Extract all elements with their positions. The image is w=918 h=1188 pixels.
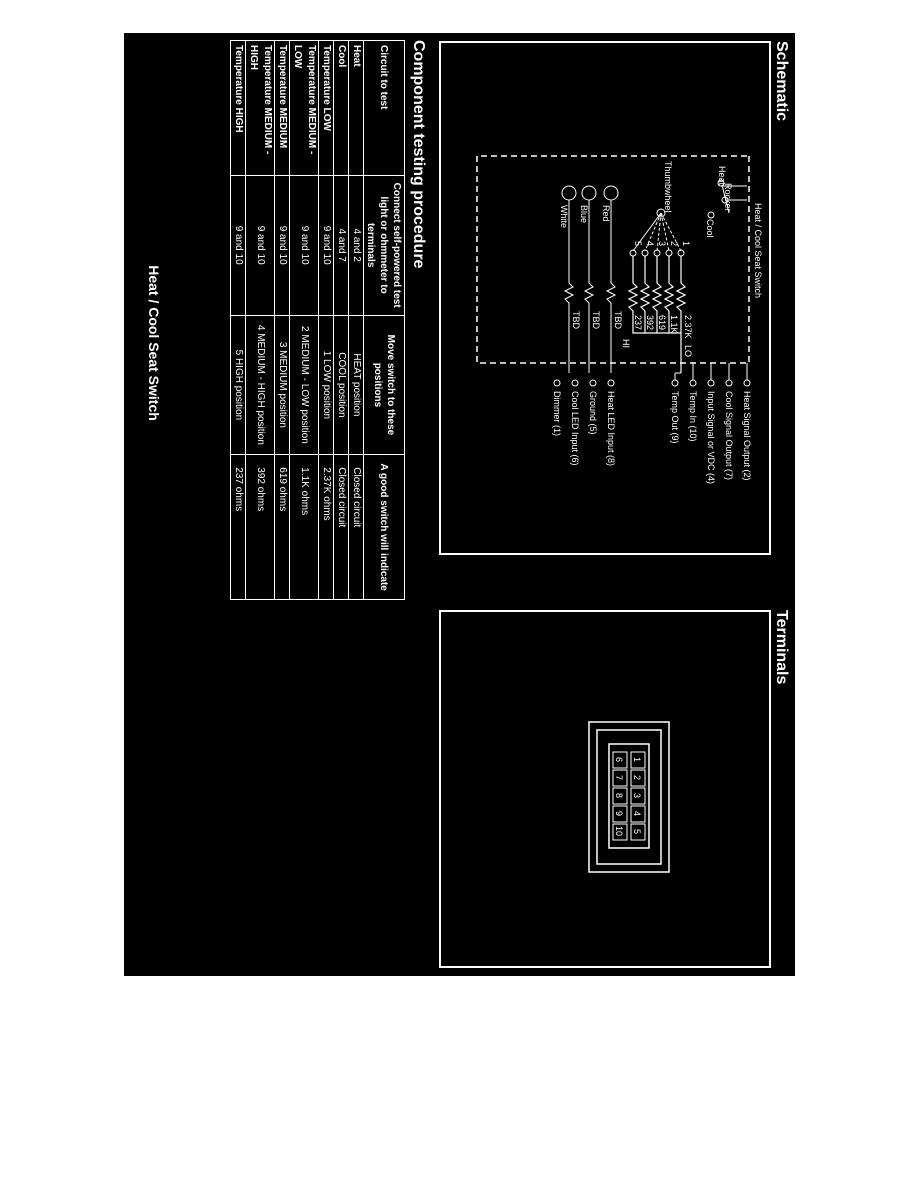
thumbwheel-label: Thumbwheel (663, 161, 673, 213)
terminals-panel: 1 2 3 4 5 6 7 8 9 10 (439, 610, 771, 968)
svg-text:Ground (5): Ground (5) (588, 391, 598, 435)
col-terminals: Connect self-powered test light or ohmme… (363, 175, 405, 316)
table-row: Temperature LOW 9 and 10 1 LOW position … (318, 40, 334, 600)
col-positions: Move switch to these positions (363, 315, 405, 455)
svg-text:Heat LED Input (8): Heat LED Input (8) (606, 391, 616, 466)
svg-text:6: 6 (614, 757, 624, 762)
svg-text:392: 392 (645, 315, 655, 330)
svg-text:Temp Out (9): Temp Out (9) (670, 391, 680, 444)
terminals-heading: Terminals (773, 610, 790, 685)
svg-text:Heat Signal Output (2): Heat Signal Output (2) (742, 391, 752, 481)
connector-diagram: 1 2 3 4 5 6 7 8 9 10 (588, 721, 670, 873)
svg-text:8: 8 (614, 793, 624, 798)
led-blue-label: Blue (579, 205, 589, 223)
table-row: Temperature MEDIUM - LOW 9 and 10 2 MEDI… (289, 40, 319, 600)
svg-text:3: 3 (632, 793, 642, 798)
thumbwheel-positions: 1 2 3 4 5 (629, 241, 691, 257)
output-terminals (553, 363, 751, 387)
table-header-row: Circuit to test Connect self-powered tes… (363, 40, 405, 600)
svg-text:7: 7 (614, 775, 624, 780)
hi-label: HI (621, 339, 631, 348)
cool-label: Cool (705, 219, 715, 238)
svg-text:1: 1 (681, 241, 691, 246)
svg-text:2: 2 (669, 241, 679, 246)
thumbwheel-pivot (656, 208, 666, 218)
rocker-cool-contact (707, 211, 715, 219)
procedure-heading: Component testing procedure (410, 40, 427, 269)
svg-text:2.37K: 2.37K (683, 315, 693, 339)
svg-text:TBD: TBD (571, 311, 581, 330)
svg-text:5: 5 (632, 829, 642, 834)
svg-text:Cool LED Input (6): Cool LED Input (6) (570, 391, 580, 466)
procedure-table: Circuit to test Connect self-powered tes… (230, 40, 405, 600)
table-row: Temperature MEDIUM - HIGH 9 and 10 4 MED… (245, 40, 275, 600)
svg-text:Input Signal or VDC (4): Input Signal or VDC (4) (706, 391, 716, 484)
switch-boundary (476, 155, 750, 364)
lo-label: LO (683, 345, 693, 357)
document-sheet: Schematic Heat / Cool Seat Switch Heat R… (124, 33, 795, 976)
switch-title: Heat / Cool Seat Switch (753, 203, 763, 298)
svg-text:2: 2 (632, 775, 642, 780)
table-row: Temperature MEDIUM 9 and 10 3 MEDIUM pos… (274, 40, 290, 600)
schematic-panel: Heat / Cool Seat Switch Heat Rocker Cool… (439, 41, 771, 555)
table-row: Heat 4 and 2 HEAT position Closed circui… (348, 40, 364, 600)
svg-text:9: 9 (614, 811, 624, 816)
svg-text:4: 4 (645, 241, 655, 246)
led-white-label: White (559, 205, 569, 228)
pin-cells (612, 751, 646, 841)
schematic-diagram: Heat / Cool Seat Switch Heat Rocker Cool… (476, 155, 763, 484)
table-row: Temperature HIGH 9 and 10 5 HIGH positio… (230, 40, 246, 600)
svg-text:1.1K: 1.1K (669, 315, 679, 334)
table-row: Cool 4 and 7 COOL position Closed circui… (333, 40, 349, 600)
svg-text:4: 4 (632, 811, 642, 816)
rocker-label: Rocker (723, 183, 733, 212)
svg-text:Cool Signal Output (7): Cool Signal Output (7) (724, 391, 734, 480)
svg-text:619: 619 (657, 315, 667, 330)
svg-text:TBD: TBD (613, 311, 623, 330)
svg-text:TBD: TBD (591, 311, 601, 330)
led-red-label: Red (601, 205, 611, 222)
svg-text:Dimmer (1): Dimmer (1) (552, 391, 562, 436)
heat-label: Heat (717, 166, 727, 186)
rotated-content: Schematic Heat / Cool Seat Switch Heat R… (124, 33, 795, 976)
svg-text:5: 5 (633, 241, 643, 246)
svg-text:Temp In (10): Temp In (10) (688, 391, 698, 442)
svg-text:237: 237 (633, 315, 643, 330)
svg-text:3: 3 (657, 241, 667, 246)
schematic-heading: Schematic (773, 41, 790, 122)
svg-text:10: 10 (614, 826, 624, 836)
page-caption: Heat / Cool Seat Switch (146, 265, 162, 421)
svg-text:1: 1 (632, 757, 642, 762)
col-circuit: Circuit to test (363, 40, 405, 176)
led-group (561, 185, 619, 373)
resistor-ladder (627, 256, 687, 373)
rocker-arm (721, 184, 730, 214)
col-indication: A good switch will indicate (363, 454, 405, 600)
